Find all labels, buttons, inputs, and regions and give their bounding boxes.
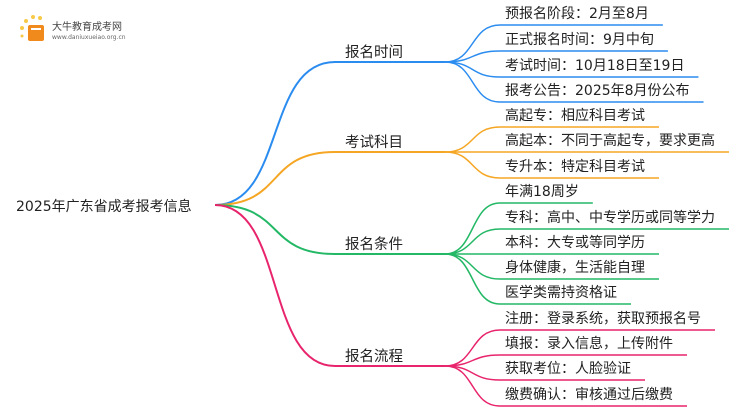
- leaf-connector: [444, 151, 659, 179]
- branch-node[interactable]: 报名条件: [345, 237, 403, 253]
- leaf-node[interactable]: 本科：大专或等同学历: [505, 235, 645, 251]
- leaf-node[interactable]: 年满18周岁: [505, 184, 579, 200]
- leaf-connector: [444, 50, 668, 63]
- branch-node[interactable]: 报名流程: [345, 349, 403, 365]
- leaf-node[interactable]: 身体健康，生活能自理: [505, 260, 645, 276]
- leaf-node[interactable]: 医学类需持资格证: [505, 285, 617, 301]
- logo-name: 大牛教育成考网: [52, 22, 122, 33]
- leaf-connector: [444, 329, 715, 367]
- leaf-node[interactable]: 填报：录入信息，上传附件: [505, 336, 673, 352]
- leaf-connector: [444, 202, 593, 255]
- leaf-connector: [444, 253, 631, 305]
- leaf-connector: [444, 61, 699, 78]
- leaf-node[interactable]: 缴费确认：审核通过后缴费: [505, 387, 673, 403]
- leaf-node[interactable]: 预报名阶段：2月至8月: [505, 6, 649, 22]
- branch-connector: [214, 204, 445, 367]
- branch-connector: [214, 204, 445, 255]
- branch-node[interactable]: 报名时间: [345, 45, 403, 61]
- leaf-node[interactable]: 高起专：相应科目考试: [505, 108, 645, 124]
- leaf-connector: [444, 365, 687, 407]
- leaf-node[interactable]: 报考公告：2025年8月份公布: [505, 83, 690, 99]
- root-node[interactable]: 2025年广东省成考报考信息: [16, 199, 192, 215]
- branch-connector: [214, 61, 445, 206]
- leaf-connector: [444, 354, 687, 367]
- logo-url: www.daniuxueiao.org.cn: [52, 34, 126, 41]
- leaf-node[interactable]: 专科：高中、中专学历或同等学力: [505, 210, 715, 226]
- leaf-node[interactable]: 注册：登录系统，获取预报名号: [505, 311, 701, 327]
- leaf-node[interactable]: 正式报名时间：9月中旬: [505, 32, 654, 48]
- leaf-connector: [444, 228, 729, 255]
- logo-icon: [18, 14, 50, 48]
- leaf-node[interactable]: 专升本：特定科目考试: [505, 159, 645, 175]
- leaf-connector: [444, 126, 659, 153]
- leaf-connector: [444, 253, 659, 280]
- leaf-node[interactable]: 获取考位：人脸验证: [505, 361, 631, 377]
- leaf-connector: [444, 365, 645, 381]
- branch-node[interactable]: 考试科目: [345, 135, 403, 151]
- leaf-connector: [444, 24, 663, 63]
- leaf-connector: [444, 61, 704, 103]
- leaf-node[interactable]: 高起本：不同于高起专，要求更高: [505, 133, 715, 149]
- branch-connector: [214, 151, 445, 206]
- leaf-node[interactable]: 考试时间：10月18日至19日: [505, 58, 685, 74]
